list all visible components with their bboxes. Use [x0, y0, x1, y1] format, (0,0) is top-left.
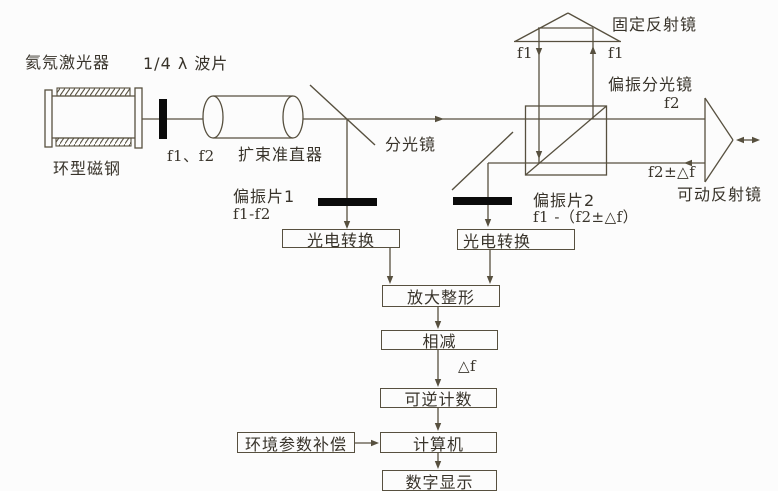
fold-mirror-diagonal	[451, 131, 514, 191]
beam-splitter-diagonal	[309, 84, 376, 146]
label-f1-right: f1	[608, 44, 625, 62]
label-f2: f2	[664, 94, 681, 112]
motion-double-arrow	[736, 136, 760, 144]
label-delta-f: △f	[458, 357, 477, 375]
f1-down-arrow	[535, 48, 543, 56]
flow-arrowheads	[371, 276, 494, 469]
box-amplify-shape: 放大整形	[382, 285, 500, 307]
label-beam-expander: 扩束准直器	[238, 145, 324, 164]
label-polarizing-beam-splitter: 偏振分光镜	[608, 75, 694, 94]
beam-drop-1	[343, 119, 351, 229]
box-reversible-counter: 可逆计数	[380, 388, 497, 409]
label-f1-left: f1	[517, 44, 534, 62]
pbs-cube	[524, 105, 608, 176]
ring-magnet-bars	[55, 87, 132, 147]
label-quarter-wave-plate: 1/4 λ 波片	[143, 54, 229, 73]
box-photoelectric-1: 光电转换	[282, 229, 400, 250]
beam-arrow-right	[435, 115, 444, 123]
f1-down-arrow-2	[535, 151, 543, 159]
label-polarizer1-freq: f1-f2	[233, 205, 271, 223]
label-polarizer2-freq: f1 -（f2±△f）	[533, 208, 639, 226]
label-fixed-mirror: 固定反射镜	[612, 15, 698, 34]
beam-drop-2	[484, 163, 492, 227]
box-digital-display: 数字显示	[382, 470, 497, 491]
label-movable-mirror: 可动反射镜	[677, 185, 763, 204]
beam-expander-cylinder	[202, 95, 304, 139]
label-f1-f2: f1、f2	[167, 147, 215, 165]
label-laser: 氦氖激光器	[25, 53, 111, 72]
polarizer1-bar	[318, 198, 377, 206]
box-env-compensation: 环境参数补偿	[237, 432, 355, 454]
label-beam-splitter: 分光镜	[385, 135, 437, 154]
fixed-mirror-prism	[514, 12, 621, 43]
label-polarizer1: 偏振片1	[233, 187, 296, 206]
box-subtract: 相减	[381, 330, 498, 351]
box-photoelectric-2: 光电转换	[457, 229, 575, 251]
label-polarizer2: 偏振片2	[533, 191, 596, 210]
box-computer: 计算机	[380, 432, 497, 454]
movable-mirror-prism	[704, 97, 734, 183]
f1-up-arrow	[589, 46, 597, 54]
label-f2-shift: f2±△f	[648, 163, 696, 181]
label-ring-magnet: 环型磁钢	[53, 159, 122, 178]
quarter-wave-plate-bar	[159, 99, 167, 139]
f1-beam-verticals	[538, 28, 594, 163]
polarizer2-bar	[453, 197, 512, 205]
return-beam-line	[488, 159, 705, 167]
